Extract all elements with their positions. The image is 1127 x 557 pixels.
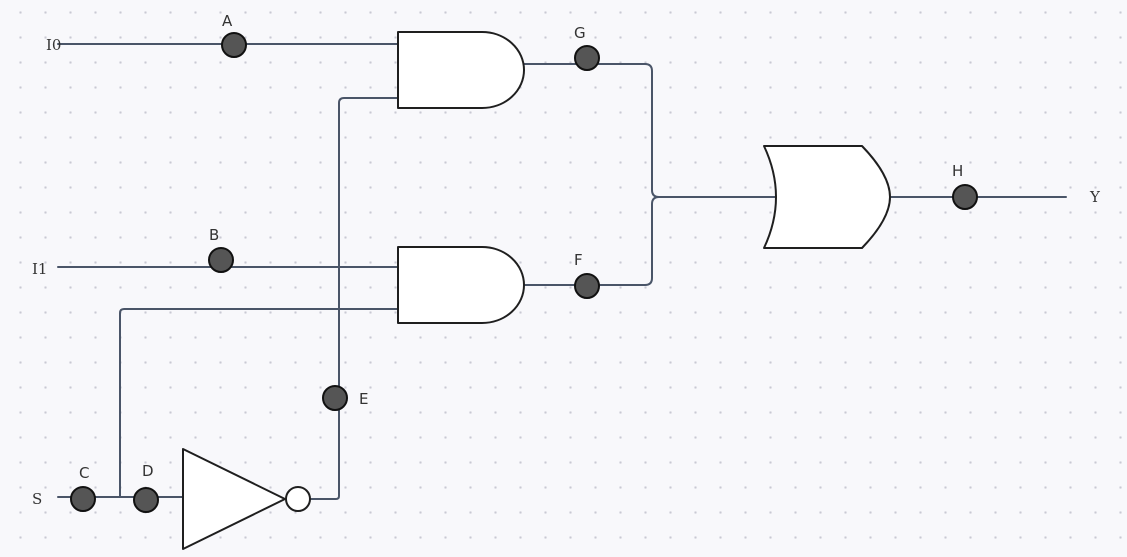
not-gate: [182, 448, 286, 550]
or-gate: [763, 145, 891, 249]
node-label-d: D: [142, 462, 154, 480]
probe-points: [70, 32, 978, 513]
and-gate-2: [397, 246, 525, 324]
output-label-y: Y: [1089, 188, 1101, 206]
probe-f[interactable]: [574, 273, 600, 299]
node-label-b: B: [209, 226, 219, 244]
probe-a[interactable]: [221, 32, 247, 58]
probe-h[interactable]: [952, 184, 978, 210]
not-gate-bubble: [285, 486, 311, 512]
probe-e[interactable]: [322, 385, 348, 411]
input-label-i0: I0: [46, 36, 61, 54]
node-label-f: F: [574, 251, 583, 269]
probe-c[interactable]: [70, 486, 96, 512]
wire-e-to-and1: [310, 97, 399, 500]
input-label-i1: I1: [32, 260, 47, 278]
and-gate-1: [397, 31, 525, 109]
probe-g[interactable]: [574, 45, 600, 71]
wire-f-to-or: [523, 196, 660, 286]
node-label-e: E: [359, 390, 368, 408]
node-label-a: A: [222, 12, 233, 30]
wire-g-to-or: [523, 63, 777, 198]
node-label-g: G: [574, 24, 586, 42]
node-label-c: C: [79, 464, 89, 482]
wires: [57, 43, 1067, 500]
input-label-s: S: [32, 490, 42, 508]
probe-b[interactable]: [208, 247, 234, 273]
probe-d[interactable]: [133, 487, 159, 513]
wire-s-to-and2: [119, 308, 399, 498]
node-label-h: H: [952, 162, 963, 180]
